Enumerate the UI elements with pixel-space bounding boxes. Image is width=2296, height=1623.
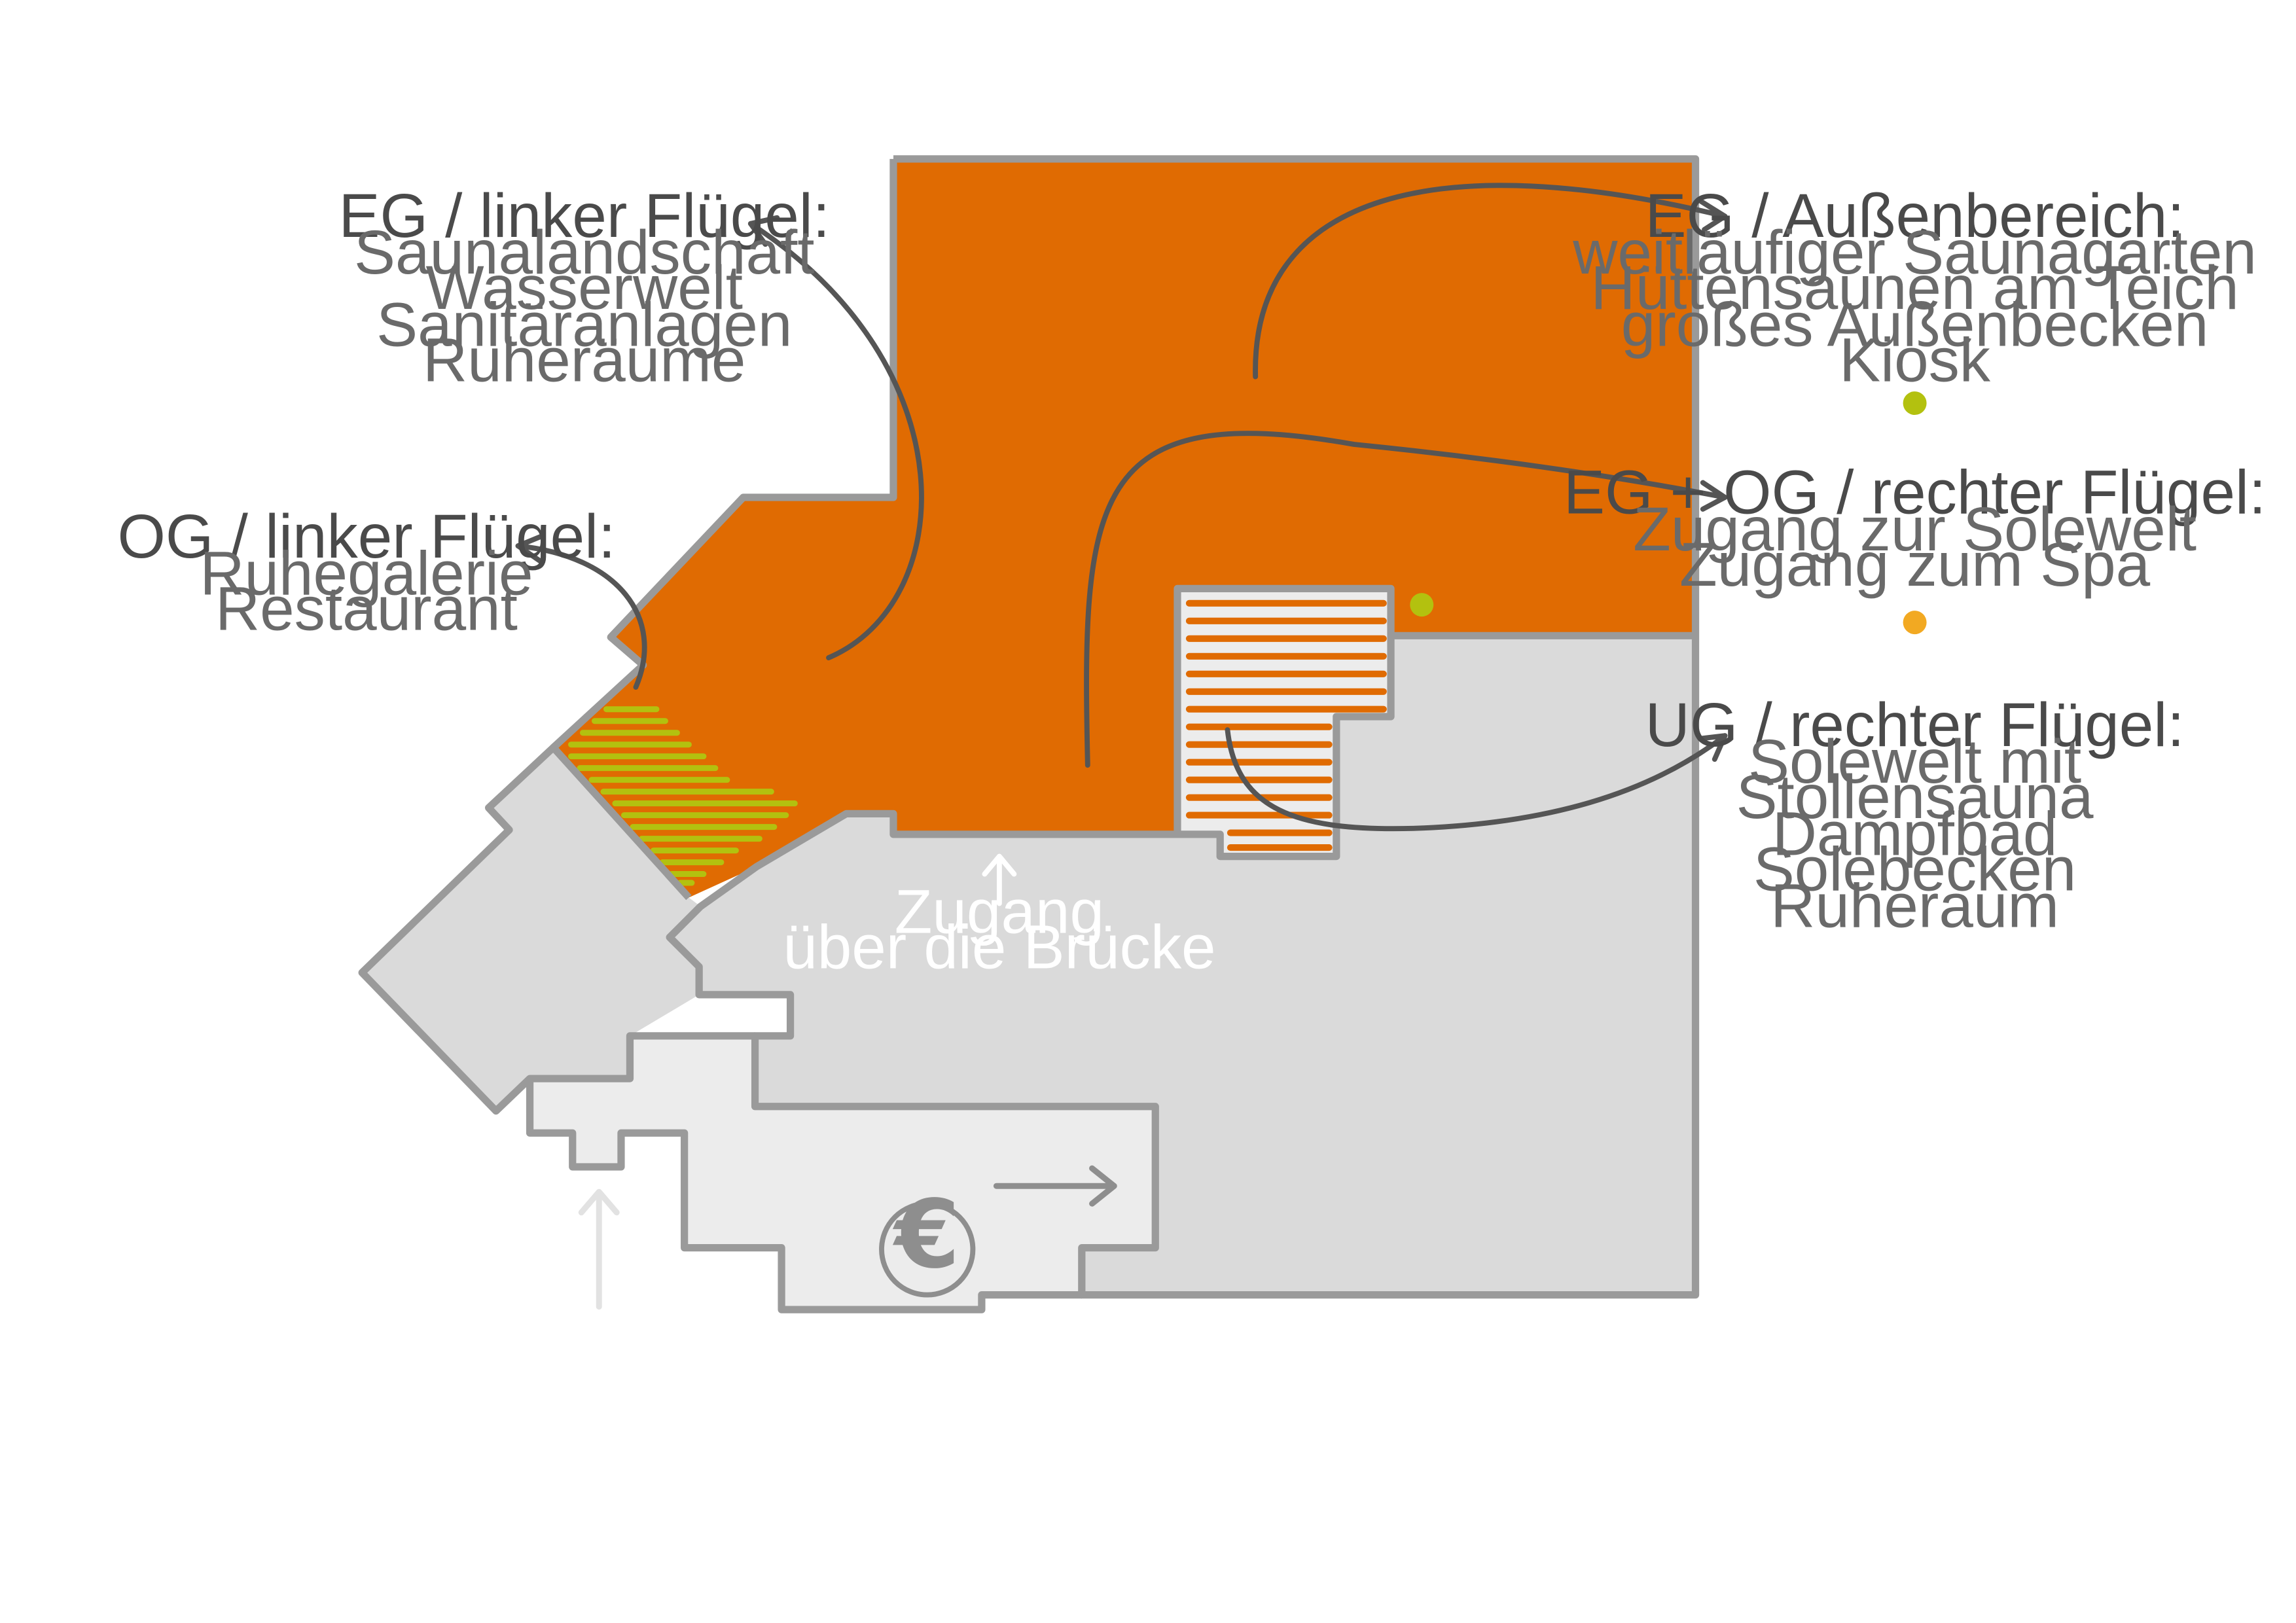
euro-icon: € — [879, 1179, 976, 1298]
svg-text:Restaurant: Restaurant — [215, 575, 518, 643]
arrow-up-icon — [578, 1188, 620, 1310]
svg-text:Solewelt mit: Solewelt mit — [1748, 728, 2081, 796]
legend-eg-og-right: EG + OG / rechter Flügel: Zugang zur Sol… — [1564, 459, 2266, 599]
green-dot-legend — [1903, 391, 1927, 416]
arrow-og-left-icon — [515, 543, 647, 690]
svg-text:über die Brücke: über die Brücke — [783, 913, 1215, 982]
arrow-eg-outside-icon — [1253, 183, 1728, 380]
bridge-access-label: Zugang über die Brücke — [783, 878, 1215, 982]
building-orange-eg — [553, 158, 1696, 898]
svg-text:weitläufiger Saunagarten: weitläufiger Saunagarten — [1572, 219, 2257, 287]
svg-text:Hüttensaunen am Teich: Hüttensaunen am Teich — [1590, 254, 2238, 323]
building-outlines — [358, 155, 1700, 1313]
svg-text:OG / linker Flügel:: OG / linker Flügel: — [117, 503, 615, 571]
arrow-ug-right-icon — [1225, 727, 1728, 832]
svg-text:UG / rechter Flügel:: UG / rechter Flügel: — [1645, 691, 2185, 760]
svg-text:Solebecken: Solebecken — [1753, 835, 2077, 904]
green-dot — [1410, 593, 1434, 617]
legend-og-left: OG / linker Flügel: Ruhegalerie Restaura… — [117, 503, 615, 643]
svg-text:EG + OG / rechter Flügel:: EG + OG / rechter Flügel: — [1564, 459, 2266, 527]
yellow-dot-legend — [1903, 611, 1927, 635]
building-left-wing — [362, 747, 701, 1111]
svg-text:Zugang zum Spa: Zugang zum Spa — [1679, 531, 2151, 599]
hatch-green — [568, 706, 798, 886]
legend-eg-outside: EG / Außenbereich: weitläufiger Saunagar… — [1572, 182, 2257, 395]
svg-text:Kiosk: Kiosk — [1839, 326, 1991, 395]
svg-text:€: € — [893, 1179, 960, 1289]
svg-text:Zugang zur Solewelt: Zugang zur Solewelt — [1633, 495, 2197, 564]
hatch-orange — [1185, 599, 1387, 851]
svg-text:Ruheräume: Ruheräume — [423, 326, 745, 395]
svg-text:EG / linker Flügel:: EG / linker Flügel: — [339, 182, 830, 251]
arrow-eg-og-right-icon — [1084, 431, 1728, 768]
svg-text:Zugang: Zugang — [895, 878, 1104, 946]
arrow-right-icon — [993, 1165, 1117, 1207]
svg-text:großes Außenbecken: großes Außenbecken — [1621, 291, 2209, 359]
legend-ug-right: UG / rechter Flügel: Solewelt mit Stolle… — [1645, 691, 2185, 941]
svg-text:Sanitäranlagen: Sanitäranlagen — [376, 291, 792, 359]
arrow-eg-left-icon — [747, 221, 924, 660]
svg-text:Wasserwelt: Wasserwelt — [426, 254, 743, 323]
svg-text:Saunalandschaft: Saunalandschaft — [354, 219, 815, 287]
svg-text:EG / Außenbereich:: EG / Außenbereich: — [1645, 182, 2185, 251]
arrow-up-bridge-icon — [982, 853, 1017, 906]
svg-text:Ruhegalerie: Ruhegalerie — [200, 539, 533, 608]
connector-arrows — [515, 183, 1728, 832]
legend-eg-left: EG / linker Flügel: Saunalandschaft Wass… — [339, 182, 830, 395]
svg-text:Dampfbad: Dampfbad — [1772, 800, 2058, 868]
svg-text:Ruheraum: Ruheraum — [1770, 872, 2059, 941]
svg-text:Stollensauna: Stollensauna — [1736, 763, 2094, 832]
